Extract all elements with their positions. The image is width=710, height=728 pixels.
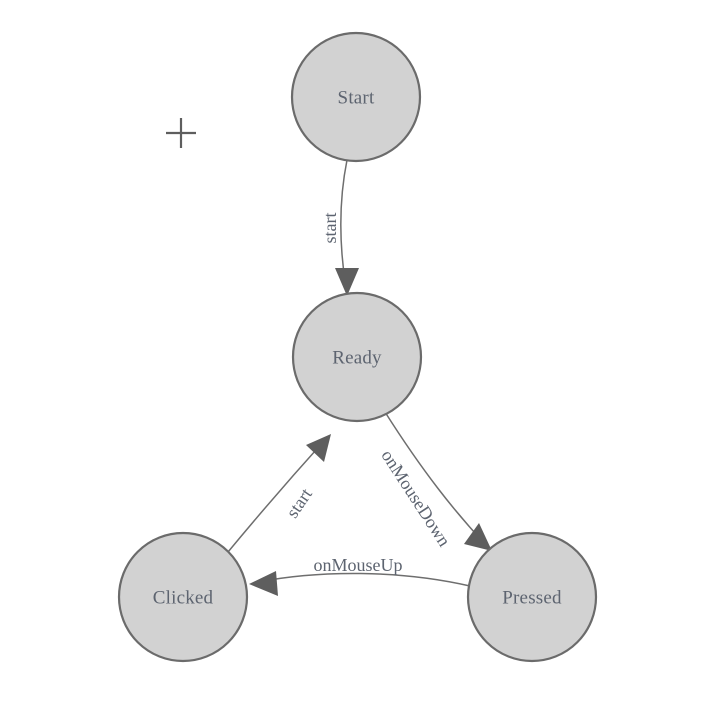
edge-clicked-to-ready[interactable]: [227, 434, 331, 553]
node-ready[interactable]: Ready: [291, 291, 423, 423]
edge-label-ready-to-pressed: onMouseDown: [377, 446, 454, 550]
node-ready-circle: [291, 291, 423, 423]
arrowhead-into-ready-from-start: [335, 268, 359, 296]
edge-label-clicked-to-ready: start: [282, 485, 316, 522]
node-pressed[interactable]: Pressed: [466, 531, 598, 663]
node-start-circle: [290, 31, 422, 163]
edge-start-to-ready[interactable]: [335, 159, 359, 296]
edge-label-start-to-ready: start: [320, 213, 340, 244]
edge-label-pressed-to-clicked: onMouseUp: [314, 555, 403, 575]
edge-ready-to-pressed[interactable]: [384, 411, 492, 551]
crosshair-cursor-icon: [166, 118, 196, 148]
node-clicked[interactable]: Clicked: [117, 531, 249, 663]
node-start-label: Start: [338, 88, 375, 109]
node-start[interactable]: Start: [290, 31, 422, 163]
node-pressed-label: Pressed: [502, 588, 562, 609]
edge-pressed-to-clicked[interactable]: [249, 571, 471, 596]
node-pressed-circle: [466, 531, 598, 663]
node-clicked-circle: [117, 531, 249, 663]
node-ready-label: Ready: [332, 348, 382, 369]
arrowhead-into-ready-from-clicked: [306, 434, 331, 462]
arrowhead-into-pressed: [464, 523, 492, 551]
arrowhead-into-clicked: [249, 571, 278, 596]
node-clicked-label: Clicked: [153, 588, 214, 609]
edge-path-pressed-to-clicked: [257, 572, 471, 587]
